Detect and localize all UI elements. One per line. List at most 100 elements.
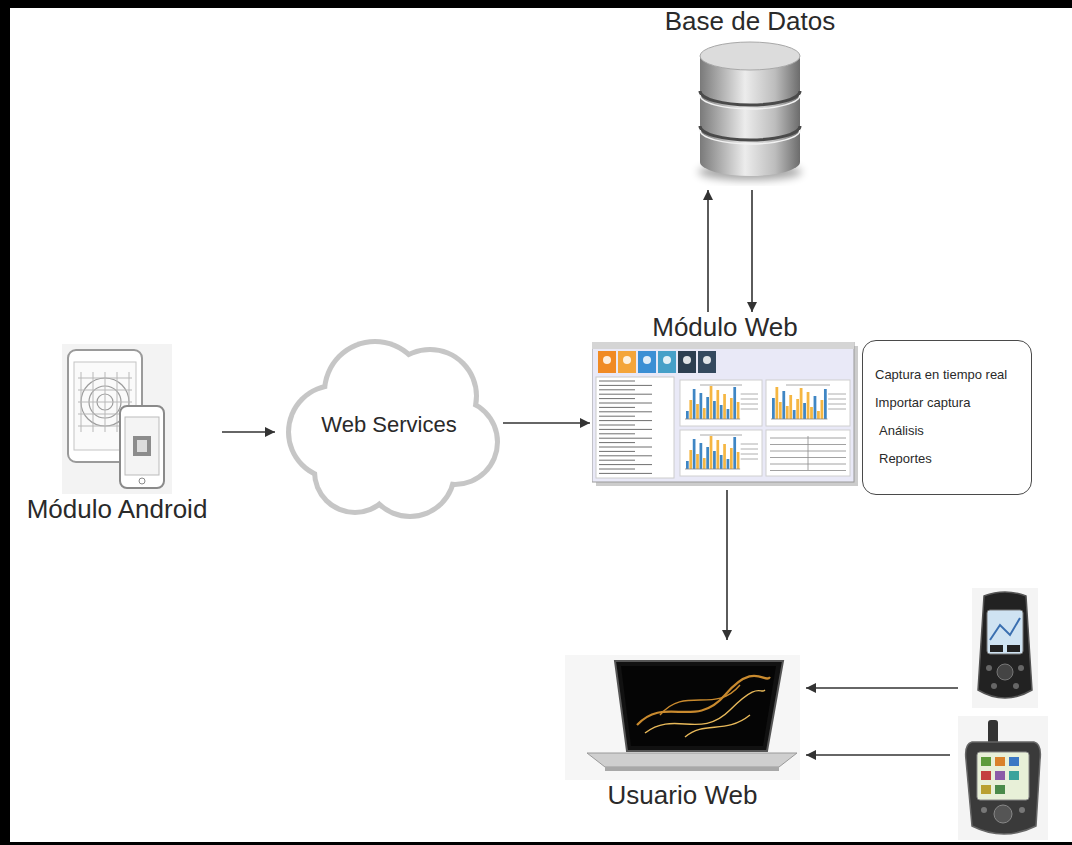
screen-swirl [685, 715, 750, 737]
photo-ground [958, 716, 1048, 840]
chart-bar [737, 402, 740, 419]
web-user-node: Usuario Web [560, 640, 805, 810]
chart-bar [713, 451, 716, 469]
toolbar-icon [603, 356, 611, 364]
node-label: Web Services [321, 410, 456, 440]
toolbar-tile [698, 351, 716, 373]
laptop-base-edge [605, 767, 779, 771]
chart-bar [782, 391, 785, 419]
input-arrow [806, 687, 958, 689]
toolbar-tile [678, 351, 696, 373]
gps-device [958, 716, 1048, 840]
chart-bar [723, 444, 726, 469]
gps-button [1013, 683, 1019, 689]
panel-text-line [599, 438, 652, 439]
chart-bar [720, 455, 723, 469]
feature-item: Reportes [879, 445, 932, 473]
chart-bar [807, 392, 810, 419]
chart-bar [700, 393, 703, 419]
db-body [700, 56, 800, 176]
chart-bar [696, 454, 699, 469]
db-highlight [700, 130, 800, 144]
chart-legend-line [828, 404, 846, 405]
gps-screen-icon [981, 785, 991, 794]
panel-text-line [599, 411, 652, 412]
devices-illustration [62, 344, 172, 494]
gps-button [1019, 807, 1025, 813]
chart-panel [680, 380, 762, 426]
tablet-grid-line [117, 372, 118, 432]
screen-swirl [660, 685, 740, 715]
flow-arrow [751, 190, 753, 312]
database-node: Base de Datos [640, 6, 860, 190]
chart-legend-line [741, 404, 758, 405]
chart-bar [800, 388, 803, 419]
chart-bar [693, 389, 696, 419]
toolbar-icon [703, 356, 711, 364]
chart-bar [796, 399, 799, 419]
chart-panel [766, 430, 850, 476]
panel-text-line [599, 469, 635, 470]
chart-bar [727, 409, 730, 419]
chart-bar [703, 458, 706, 469]
panel-text-line [599, 451, 635, 452]
chart-bar [814, 396, 817, 419]
laptop-base [587, 753, 797, 767]
gps-screen [977, 752, 1029, 800]
toolbar-icon [683, 356, 691, 364]
chart-bar [786, 406, 789, 419]
photo-ground [565, 655, 800, 780]
chart-bar [730, 398, 733, 419]
feature-item: Análisis [879, 417, 924, 445]
chart-bar [779, 402, 782, 419]
gps-button [997, 664, 1013, 680]
table-rule [770, 470, 846, 471]
panel-text-line [599, 464, 652, 465]
chart-bar [810, 407, 813, 419]
chart-bar [775, 387, 778, 419]
gps-button [981, 807, 987, 813]
chart-bar [693, 439, 696, 469]
panel-text-line [599, 433, 635, 434]
chart-bar [710, 386, 713, 419]
node-label: Módulo Android [27, 494, 208, 524]
chart-bar [686, 411, 689, 419]
chart-axis [685, 469, 740, 470]
frame-border [0, 0, 1072, 8]
node-label: Módulo Web [652, 312, 798, 342]
chart-bar [713, 401, 716, 419]
feature-item: Captura en tiempo real [875, 361, 1007, 389]
tablet-grid-line [78, 402, 132, 403]
chart-axis [685, 419, 740, 420]
gps-screen [987, 610, 1023, 654]
chart-bar [700, 443, 703, 469]
toolbar-tile [658, 351, 676, 373]
chart-bar [793, 410, 796, 419]
screen-illustration [592, 342, 858, 486]
flow-arrow [503, 422, 590, 424]
chart-legend-line [741, 394, 758, 395]
gps-device [972, 588, 1038, 708]
chart-legend-line [741, 459, 758, 460]
panel-text-line [599, 420, 652, 421]
flow-arrow [222, 431, 275, 433]
chart-bar [720, 405, 723, 419]
panel-text-line [599, 385, 652, 386]
panel-text-line [599, 416, 635, 417]
panel-text-line [599, 442, 635, 443]
chart-bar [703, 408, 706, 419]
left-panel [596, 377, 674, 478]
chart-bar [723, 394, 726, 419]
db-separator [700, 126, 800, 140]
gps-button [991, 683, 997, 689]
chart-legend-line [741, 449, 758, 450]
db-highlight [700, 95, 800, 109]
node-label: Base de Datos [665, 6, 836, 36]
web-services-cloud: Web Services [275, 322, 503, 528]
gps-screen-icon [1009, 771, 1019, 780]
table-rule [808, 436, 809, 470]
phone-app-inner [137, 440, 147, 452]
gps-screen-icon [995, 785, 1005, 794]
chart-bar [817, 411, 820, 419]
